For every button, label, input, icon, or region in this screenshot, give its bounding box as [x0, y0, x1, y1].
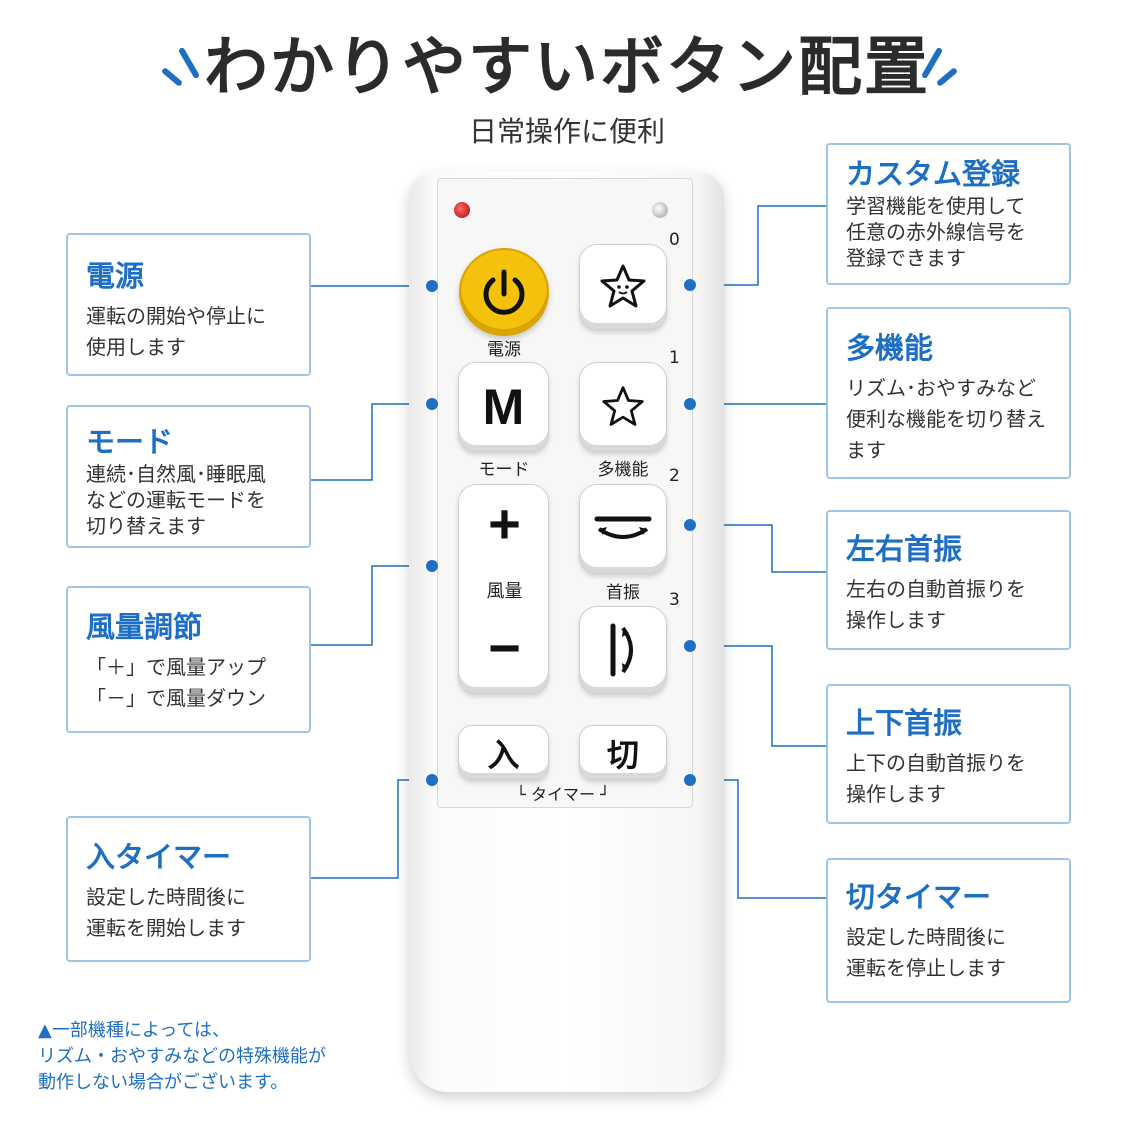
number-label-3: 3 [669, 590, 680, 610]
horizontal-swing-icon [594, 516, 652, 539]
power-button[interactable] [459, 248, 549, 336]
vertical-swing-icon [610, 623, 633, 677]
callout-custom: カスタム登録 学習機能を使用して 任意の赤外線信号を 登録できます [826, 143, 1071, 285]
callout-desc: 上下の自動首振りを 操作します [846, 751, 1026, 806]
callout-wind: 風量調節 「＋」で風量アップ 「－」で風量ダウン [66, 586, 311, 733]
power-icon [483, 269, 525, 315]
callout-power: 電源 運転の開始や停止に 使用します [66, 233, 311, 376]
pointer-dot [684, 640, 696, 652]
callout-desc: 学習機能を使用して 任意の赤外線信号を 登録できます [846, 194, 1026, 270]
callout-desc: 「＋」で風量アップ 「－」で風量ダウン [86, 655, 266, 710]
callout-title: 入タイマー [86, 840, 232, 874]
callout-title: 風量調節 [86, 610, 203, 644]
pointer-dot [426, 280, 438, 292]
callout-multi: 多機能 リズム･おやすみなど 便利な機能を切り替え ます [826, 307, 1071, 479]
callout-desc: 運転の開始や停止に 使用します [86, 304, 266, 359]
subtitle: 日常操作に便利 [468, 115, 665, 148]
multi-function-label: 多機能 [597, 460, 649, 480]
callout-title: 電源 [86, 259, 145, 293]
timer-off-key-label: 切 [606, 735, 639, 774]
pointer-dot [426, 560, 438, 572]
wind-down-button[interactable]: − [488, 616, 521, 679]
callout-mode: モード 連続･自然風･睡眠風 などの運転モードを 切り替えます [66, 405, 311, 548]
callout-title: 上下首振 [846, 706, 963, 740]
swing-label: 首振 [606, 583, 640, 603]
page-title: わかりやすいボタン配置 [204, 31, 930, 105]
timer-label: └ タイマー ┘ [516, 785, 610, 804]
pointer-dot [684, 774, 696, 786]
footnote: ▲一部機種によっては、 リズム・おやすみなどの特殊機能が 動作しない場合がござい… [38, 1020, 326, 1093]
mode-button[interactable]: M [458, 362, 549, 452]
callout-desc: 連続･自然風･睡眠風 などの運転モードを 切り替えます [86, 462, 266, 538]
callout-title: 多機能 [846, 331, 934, 365]
led-red-icon [454, 202, 470, 218]
pointer-dot [684, 398, 696, 410]
custom-register-button[interactable] [579, 244, 667, 330]
timer-on-key-label: 入 [487, 735, 520, 774]
callout-desc: 設定した時間後に 運転を停止します [846, 925, 1006, 980]
timer-off-button[interactable]: 切 [579, 725, 667, 780]
mode-label: モード [478, 460, 530, 480]
callout-title: 切タイマー [846, 880, 992, 914]
callout-vertical-swing: 上下首振 上下の自動首振りを 操作します [826, 684, 1071, 824]
callout-title: 左右首振 [846, 532, 963, 566]
number-label-2: 2 [669, 466, 680, 486]
star-icon [602, 386, 644, 426]
wind-volume-button: + 風量 − [458, 484, 549, 694]
callout-desc: 設定した時間後に 運転を開始します [86, 885, 246, 940]
callout-desc: 左右の自動首振りを 操作します [846, 577, 1026, 632]
callout-title: カスタム登録 [846, 157, 1021, 191]
wind-up-button[interactable]: + [488, 492, 521, 555]
pointer-dot [426, 398, 438, 410]
callout-timer-on: 入タイマー 設定した時間後に 運転を開始します [66, 816, 311, 962]
callout-horizontal-swing: 左右首振 左右の自動首振りを 操作します [826, 510, 1071, 650]
vertical-swing-button[interactable] [579, 606, 667, 694]
timer-on-button[interactable]: 入 [458, 725, 549, 780]
pointer-dot [426, 774, 438, 786]
callout-title: モード [86, 425, 174, 459]
pointer-dot [684, 519, 696, 531]
led-receiver-icon [652, 202, 668, 218]
pointer-dot [684, 279, 696, 291]
callout-timer-off: 切タイマー 設定した時間後に 運転を停止します [826, 858, 1071, 1003]
wind-label: 風量 [486, 581, 523, 602]
power-label: 電源 [487, 340, 521, 360]
number-label-0: 0 [669, 230, 680, 250]
star-face-icon [600, 264, 646, 308]
callout-desc: リズム･おやすみなど 便利な機能を切り替え ます [846, 376, 1046, 462]
number-label-1: 1 [669, 348, 680, 368]
horizontal-swing-button[interactable] [579, 484, 667, 574]
multi-function-button[interactable] [579, 362, 667, 452]
mode-key-label: M [482, 379, 525, 435]
